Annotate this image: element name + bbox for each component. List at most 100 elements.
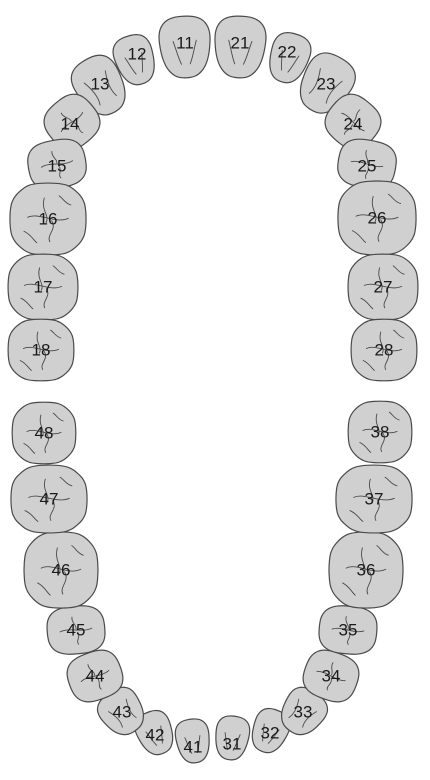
tooth-28[interactable]: 28 [350,318,418,382]
tooth-crown-outline [347,253,419,321]
tooth-42[interactable]: 42 [130,706,179,760]
tooth-41[interactable]: 41 [173,717,212,765]
tooth-crown-outline [347,400,413,464]
tooth-fissure [60,111,84,133]
tooth-number-label: 15 [48,157,67,176]
tooth-38[interactable]: 38 [347,400,413,464]
tooth-22[interactable]: 22 [263,28,315,87]
tooth-fissure [43,288,49,309]
tooth-21[interactable]: 21 [213,15,267,79]
tooth-fissure [189,39,197,65]
tooth-shape [215,715,251,761]
tooth-shape [302,649,360,703]
tooth-number-label: 36 [357,561,376,580]
tooth-shape [134,709,174,756]
tooth-number-label: 34 [322,667,341,686]
tooth-fissure [302,711,317,728]
tooth-fissure [360,297,374,310]
tooth-fissure [56,547,61,575]
tooth-crown-outline [10,464,88,534]
tooth-fissure [355,214,399,220]
tooth-fissure [43,197,48,223]
tooth-fissure [49,500,55,521]
tooth-crown-outline [7,318,75,382]
tooth-fissure [61,571,67,595]
tooth-shape [269,31,312,84]
tooth-shape [96,686,145,736]
tooth-number-label: 46 [52,561,71,580]
tooth-16[interactable]: 16 [9,182,87,256]
tooth-26[interactable]: 26 [337,180,417,256]
tooth-shape [158,15,211,79]
tooth-number-label: 37 [365,490,384,509]
tooth-18[interactable]: 18 [7,318,75,382]
tooth-fissure [345,566,387,572]
tooth-shape [10,464,88,534]
tooth-fissure [224,732,228,751]
tooth-43[interactable]: 43 [92,681,153,743]
tooth-fissure [59,476,73,487]
tooth-number-label: 27 [374,278,393,297]
tooth-35[interactable]: 35 [317,604,379,657]
tooth-37[interactable]: 37 [335,464,413,534]
tooth-15[interactable]: 15 [24,135,89,192]
tooth-fissure [197,735,201,754]
tooth-number-label: 26 [368,209,387,228]
tooth-11[interactable]: 11 [158,15,212,79]
tooth-number-label: 38 [371,423,390,442]
tooth-fissure [361,547,366,575]
tooth-shape [46,605,106,655]
tooth-fissure [39,414,44,437]
tooth-45[interactable]: 45 [45,604,107,657]
tooth-34[interactable]: 34 [298,644,365,707]
tooth-fissure [58,195,72,206]
tooth-fissure [104,70,117,97]
tooth-27[interactable]: 27 [347,253,419,321]
tooth-31[interactable]: 31 [212,714,251,762]
tooth-number-label: 14 [61,115,80,134]
tooth-number-label: 48 [35,424,54,443]
tooth-shape [214,15,267,79]
tooth-shape [347,400,413,464]
tooth-number-label: 17 [34,278,53,297]
tooth-number-label: 41 [184,738,203,757]
tooth-33[interactable]: 33 [273,681,334,743]
tooth-number-label: 28 [375,341,394,360]
tooth-number-label: 22 [278,43,297,62]
tooth-crown-outline [174,718,210,764]
tooth-46[interactable]: 46 [23,531,99,609]
tooth-fissure [160,725,163,744]
tooth-fissure [374,500,380,521]
tooth-fissure [343,124,353,135]
tooth-44[interactable]: 44 [62,644,129,707]
tooth-fissure [326,678,332,691]
tooth-fissure [366,571,372,595]
tooth-shape [347,253,419,321]
tooth-32[interactable]: 32 [245,704,294,758]
tooth-fissure [371,195,377,223]
tooth-shape [174,718,210,764]
tooth-fissure [27,215,69,221]
tooth-number-label: 25 [358,157,377,176]
tooth-48[interactable]: 48 [11,401,77,465]
tooth-number-label: 44 [86,667,105,686]
tooth-fissure [377,219,383,242]
tooth-24[interactable]: 24 [317,86,389,157]
tooth-25[interactable]: 25 [334,135,399,192]
tooth-12[interactable]: 12 [109,30,161,89]
tooth-shape [337,138,397,190]
tooth-fissure [369,478,374,503]
tooth-14[interactable]: 14 [36,86,108,157]
tooth-fissure [96,677,102,690]
tooth-shape [280,686,329,736]
tooth-fissure [141,52,144,73]
tooth-number-label: 32 [261,724,280,743]
tooth-17[interactable]: 17 [7,253,79,321]
tooth-fissure [124,57,137,75]
tooth-47[interactable]: 47 [10,464,88,534]
tooth-fissure [48,220,54,243]
tooth-36[interactable]: 36 [328,531,404,609]
tooth-fissure [87,664,96,676]
tooth-number-label: 45 [67,621,86,640]
tooth-fissure [108,711,123,728]
